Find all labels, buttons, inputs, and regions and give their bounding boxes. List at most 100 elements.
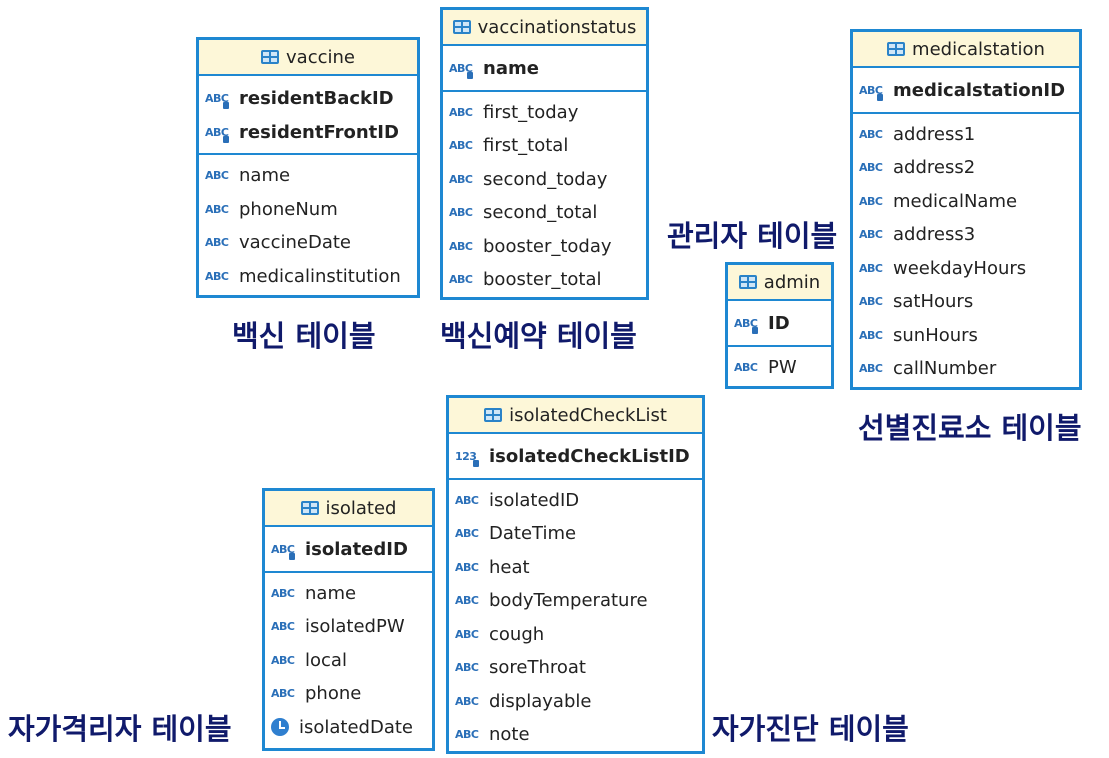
string-type-icon: ABC [455, 560, 479, 574]
string-type-icon: ABC [455, 661, 479, 675]
column-name: second_total [483, 202, 598, 224]
table-header[interactable]: admin [728, 265, 831, 301]
table-name: vaccinationstatus [477, 16, 637, 38]
column-name: isolatedCheckListID [489, 446, 690, 468]
string-type-icon: ABC [449, 206, 473, 220]
column-name: medicalinstitution [239, 265, 401, 287]
string-type-icon: ABC [455, 594, 479, 608]
string-type-icon: ABC [271, 586, 295, 600]
table-icon [738, 275, 757, 289]
column-row[interactable]: ABC sunHours [853, 319, 1079, 353]
string-type-icon: ABC [859, 328, 883, 342]
caption-vaccinationstatus: 백신예약 테이블 [440, 319, 637, 353]
table-header[interactable]: vaccine [199, 40, 417, 76]
column-row[interactable]: isolatedDate [265, 711, 432, 745]
column-name: residentFrontID [239, 121, 399, 143]
string-type-icon: ABC [455, 694, 479, 708]
caption-vaccine: 백신 테이블 [232, 319, 376, 353]
string-type-icon: ABC [449, 62, 479, 80]
column-row[interactable]: ABC second_total [443, 196, 646, 230]
table-name: isolatedCheckList [509, 404, 667, 426]
string-type-icon: ABC [205, 269, 229, 283]
column-row[interactable]: ABC displayable [449, 685, 702, 719]
table-header[interactable]: medicalstation [853, 32, 1079, 68]
string-type-icon: ABC [455, 527, 479, 541]
column-name: PW [768, 356, 797, 378]
column-row[interactable]: ABC medicalinstitution [199, 260, 417, 294]
string-type-icon: ABC [734, 317, 764, 335]
column-name: vaccineDate [239, 232, 351, 254]
column-name: first_total [483, 135, 569, 157]
caption-isolated: 자가격리자 테이블 [8, 712, 232, 746]
table-header[interactable]: vaccinationstatus [443, 10, 646, 46]
table-header[interactable]: isolated [265, 491, 432, 527]
column-name: isolatedID [305, 539, 408, 561]
string-type-icon: ABC [271, 687, 295, 701]
table-header[interactable]: isolatedCheckList [449, 398, 702, 434]
column-name: first_today [483, 101, 579, 123]
column-row[interactable]: ABC note [449, 718, 702, 752]
table-name: vaccine [286, 46, 355, 68]
column-name: address3 [893, 224, 976, 246]
column-name: name [305, 582, 357, 604]
column-name: address1 [893, 123, 976, 145]
string-type-icon: ABC [205, 236, 229, 250]
string-type-icon: ABC [455, 728, 479, 742]
column-name: phoneNum [239, 198, 338, 220]
string-type-icon: ABC [859, 84, 889, 102]
table-name: medicalstation [912, 38, 1045, 60]
column-name: local [305, 649, 347, 671]
column-name: note [489, 724, 530, 746]
column-name: sunHours [893, 324, 978, 346]
column-row[interactable]: ABC name [265, 577, 432, 611]
column-name: second_today [483, 168, 608, 190]
string-type-icon: ABC [271, 543, 301, 561]
column-name: booster_today [483, 235, 612, 257]
column-name: satHours [893, 291, 974, 313]
column-row[interactable]: ABC vaccineDate [199, 226, 417, 260]
column-name: isolatedID [489, 489, 580, 511]
column-name: displayable [489, 690, 592, 712]
column-name: booster_total [483, 269, 602, 291]
column-name: cough [489, 623, 545, 645]
